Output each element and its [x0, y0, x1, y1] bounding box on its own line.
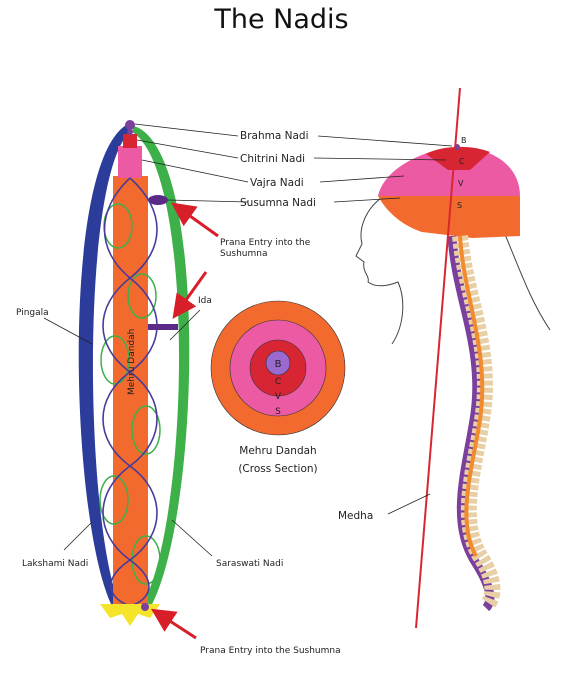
base-yellow-lotus: [100, 604, 160, 626]
spine-cord: [458, 235, 485, 557]
vajra-nadi-segment: [118, 146, 142, 178]
medha-label: Medha: [338, 510, 373, 522]
cross-section-letter-s: S: [275, 407, 281, 417]
ida-pingala-weave-2: [102, 177, 158, 607]
cross-section-diagram: [210, 300, 346, 436]
brahma-nadi-label: Brahma Nadi: [240, 130, 308, 142]
prana-entry-bottom-label: Prana Entry into the Sushumna: [200, 646, 341, 656]
susumna-nadi-label: Susumna Nadi: [240, 197, 316, 209]
head-letter-s: S: [457, 201, 462, 210]
vajra-nadi-label: Vajra Nadi: [250, 177, 304, 189]
top-leader-lines: [134, 123, 249, 203]
head-letter-v: V: [458, 179, 464, 188]
cross-section-caption-1: Mehru Dandah: [239, 445, 316, 457]
prana-entry-top-label-1: Prana Entry into the: [220, 238, 311, 248]
prana-entry-bottom-arrow: [150, 608, 197, 640]
saraswati-leader: [171, 519, 213, 557]
head-cap-pink: [378, 152, 520, 196]
lakshami-nadi-label: Lakshami Nadi: [22, 559, 88, 569]
head-letter-c: C: [459, 157, 465, 166]
ida-leader: [169, 309, 201, 341]
head-cap-red: [426, 146, 490, 170]
chitrini-nadi-label: Chitrini Nadi: [240, 153, 305, 165]
ida-green-loops: [99, 203, 161, 585]
prana-entry-bottom-dot: [141, 603, 149, 611]
cross-section-caption-2: (Cross Section): [238, 463, 317, 475]
prana-entry-top-arrow: [171, 202, 219, 238]
head-leader-lines: [313, 135, 453, 203]
ida-marker: [148, 324, 178, 330]
cross-section-letter-b: B: [275, 359, 282, 370]
brahma-nadi-dot-lower: [127, 129, 133, 135]
chitrini-nadi-segment: [123, 134, 137, 148]
pingala-label: Pingala: [16, 308, 49, 318]
cross-section-letter-v: V: [275, 392, 282, 402]
saraswati-channel: [132, 126, 190, 608]
ida-label: Ida: [198, 296, 212, 306]
page-title: The Nadis: [214, 4, 349, 35]
mehru-dandah-vertical-label: Mehru Dandah: [127, 329, 137, 395]
head-letter-b: B: [461, 136, 467, 145]
prana-entry-top-marker: [148, 195, 168, 205]
prana-entry-top-label-2: Sushumna: [220, 249, 268, 259]
cross-section-letter-c: C: [275, 377, 281, 387]
brahma-nadi-dot: [125, 120, 135, 130]
spine-axis-line: [415, 87, 461, 629]
head-profile-outline: [355, 195, 551, 345]
saraswati-nadi-label: Saraswati Nadi: [216, 559, 283, 569]
pingala-channel: [78, 124, 132, 606]
lakshami-leader: [63, 521, 93, 551]
ida-arrow: [172, 271, 208, 319]
pingala-leader: [43, 317, 93, 345]
medha-leader: [387, 493, 431, 515]
